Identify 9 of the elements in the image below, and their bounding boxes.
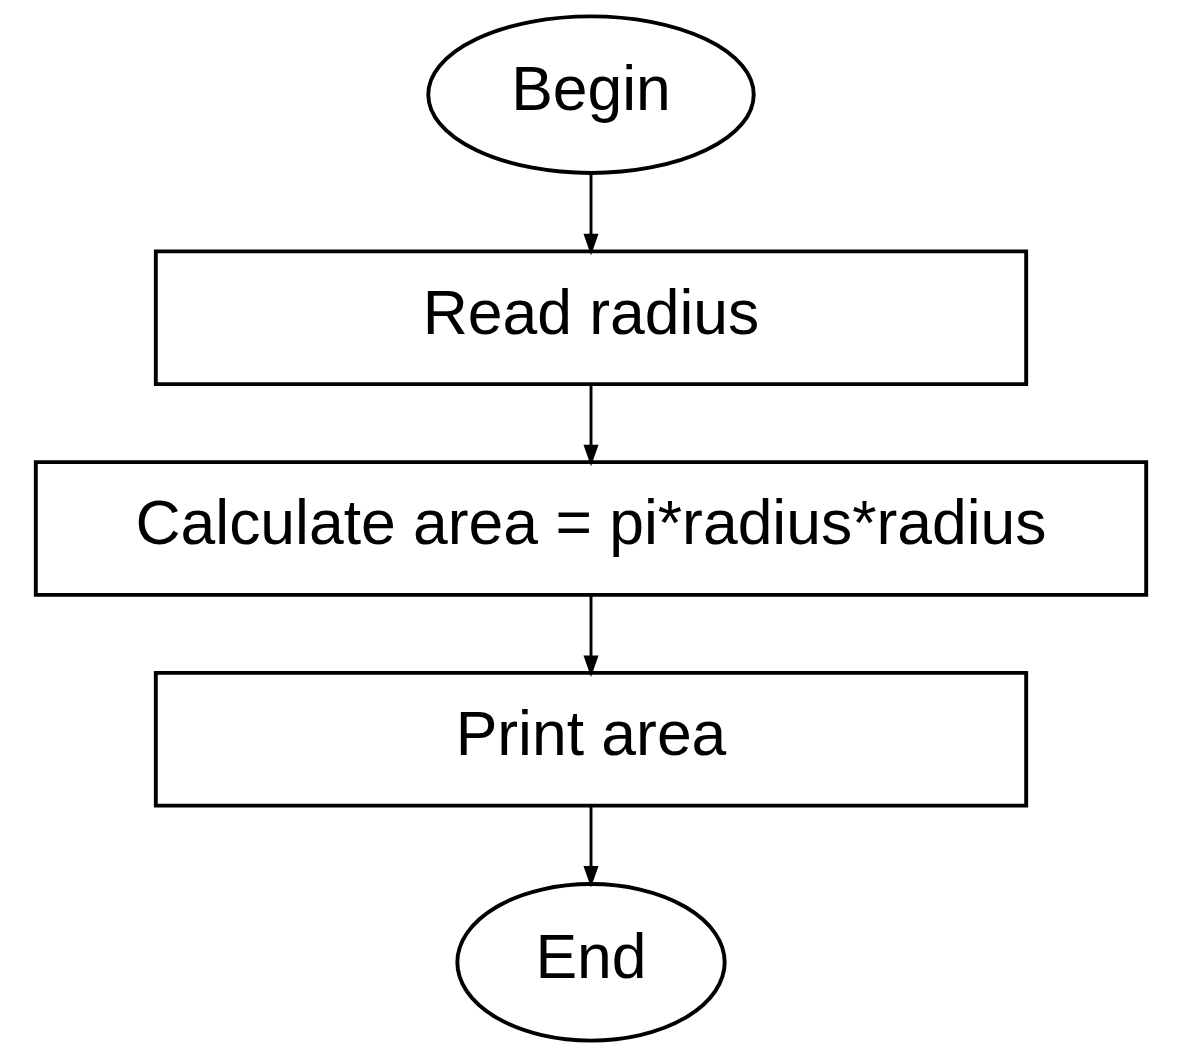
arrow <box>583 384 599 467</box>
node-ellipse: Begin <box>426 14 756 175</box>
node-box: Print area <box>153 670 1029 808</box>
arrow <box>583 595 599 678</box>
node-box: Read radius <box>153 249 1029 387</box>
node-box: Calculate area = pi*radius*radius <box>33 460 1149 597</box>
arrow <box>583 805 599 888</box>
arrow <box>583 173 599 256</box>
node-ellipse: End <box>455 882 727 1043</box>
